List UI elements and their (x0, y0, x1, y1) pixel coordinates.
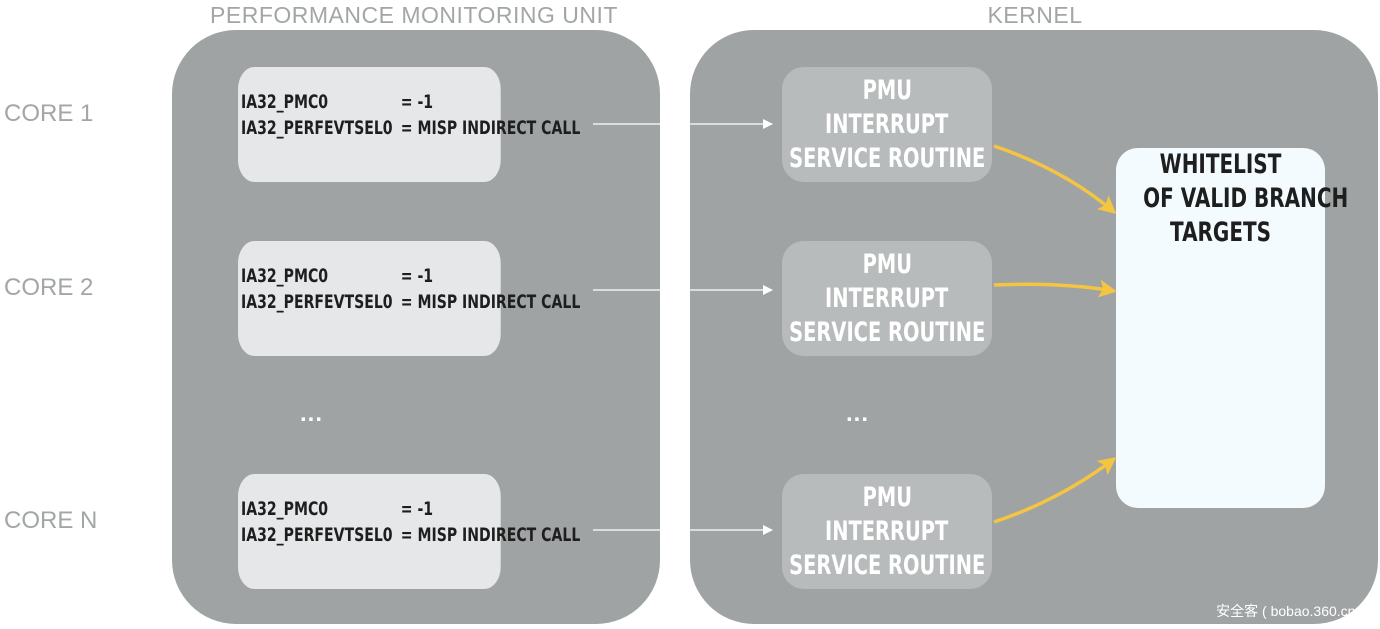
core-label-1: CORE 1 (4, 100, 94, 127)
register-value: = -1 (400, 265, 434, 287)
isr-label-line: PMU (862, 481, 912, 513)
register-name: IA32_PMC0 (240, 91, 329, 113)
register-value: = -1 (400, 91, 434, 113)
core-label-2: CORE 2 (4, 274, 94, 301)
arrow-isrn-to-whitelist (993, 457, 1117, 524)
isr-label-line: SERVICE ROUTINE (788, 142, 986, 174)
register-name: IA32_PERFEVTSEL0 (240, 291, 393, 313)
whitelist-label-line: WHITELIST (1159, 149, 1282, 180)
pmu-section-title: PERFORMANCE MONITORING UNIT (210, 2, 618, 28)
core-label-n: CORE N (4, 507, 98, 534)
register-name: IA32_PMC0 (240, 265, 329, 287)
isr-label-line: INTERRUPT (825, 515, 949, 547)
whitelist-box: WHITELIST OF VALID BRANCH TARGETS (1116, 148, 1348, 508)
kernel-section-title: KERNEL (987, 2, 1083, 28)
register-value: = MISP INDIRECT CALL (400, 291, 581, 313)
isr-label-line: PMU (862, 248, 912, 280)
isr-box-1: PMU INTERRUPT SERVICE ROUTINE (782, 67, 992, 182)
register-value: = MISP INDIRECT CALL (400, 117, 581, 139)
watermark: 安全客 ( bobao.360.cn ) (1216, 603, 1364, 619)
register-value: = -1 (400, 498, 434, 520)
register-box-core-2: IA32_PMC0 = -1 IA32_PERFEVTSEL0 = MISP I… (238, 241, 580, 356)
isr-label-line: INTERRUPT (825, 282, 949, 314)
isr-label-line: SERVICE ROUTINE (788, 316, 986, 348)
arrow-isr1-to-whitelist (993, 144, 1117, 214)
register-name: IA32_PMC0 (240, 498, 329, 520)
register-name: IA32_PERFEVTSEL0 (240, 524, 393, 546)
register-box-core-n: IA32_PMC0 = -1 IA32_PERFEVTSEL0 = MISP I… (238, 474, 580, 589)
whitelist-label-line: TARGETS (1169, 217, 1271, 248)
register-value: = MISP INDIRECT CALL (400, 524, 581, 546)
isr-box-n: PMU INTERRUPT SERVICE ROUTINE (782, 474, 992, 589)
isr-label-line: INTERRUPT (825, 108, 949, 140)
isr-label-line: PMU (862, 74, 912, 106)
isr-box-2: PMU INTERRUPT SERVICE ROUTINE (782, 241, 992, 356)
arrow-isr2-to-whitelist (993, 279, 1117, 298)
pmu-ellipsis: ... (300, 400, 324, 427)
isr-label-line: SERVICE ROUTINE (788, 549, 986, 581)
register-box-core-1: IA32_PMC0 = -1 IA32_PERFEVTSEL0 = MISP I… (238, 67, 580, 182)
register-name: IA32_PERFEVTSEL0 (240, 117, 393, 139)
kernel-ellipsis: ... (846, 400, 870, 427)
